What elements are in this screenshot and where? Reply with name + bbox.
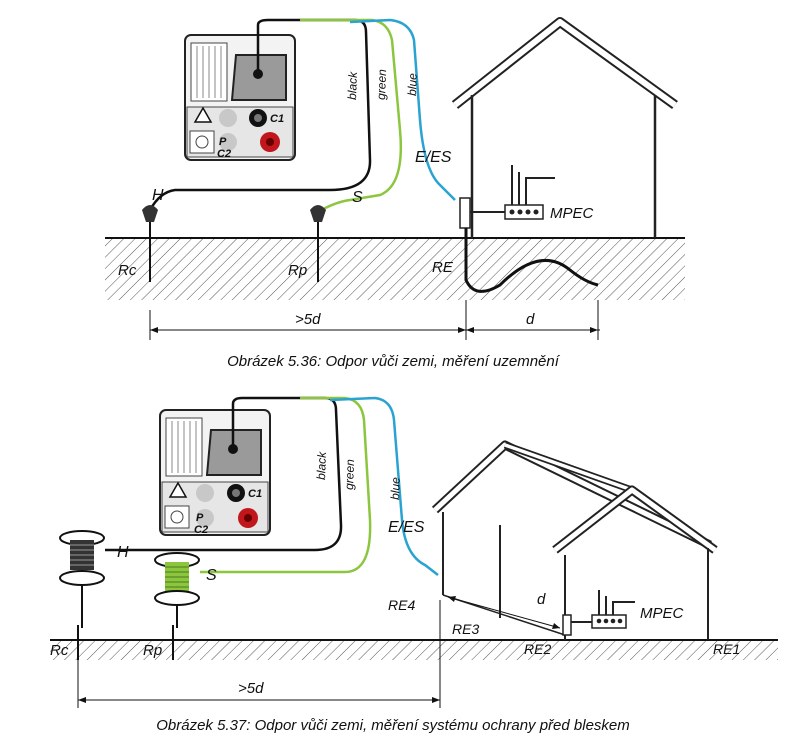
green-wire-1-label: green <box>374 69 389 100</box>
figure-2: C1 P C2 black green blue <box>50 396 778 708</box>
meter-1-c2-label: C2 <box>217 148 231 160</box>
ground-hatch-1 <box>105 238 685 300</box>
earth-clamp-2 <box>562 614 572 636</box>
dimension-d-2 <box>447 596 561 629</box>
black-wire-2-label: black <box>314 451 329 480</box>
earth-electrode-1 <box>464 228 599 293</box>
meter-2-c2-label: C2 <box>194 524 208 536</box>
figure-1-caption: Obrázek 5.36: Odpor vůči zemi, měření uz… <box>227 353 559 370</box>
meter-1-c1-label: C1 <box>270 113 284 125</box>
label-dist-5d-2: >5d <box>238 680 264 697</box>
label-s-1: S <box>352 189 363 206</box>
label-dist-d-1: d <box>526 311 535 328</box>
label-ees-1: E/ES <box>415 149 452 166</box>
green-wire-1 <box>300 18 402 214</box>
blue-wire-2-label: blue <box>388 477 403 500</box>
earth-clamp-1 <box>459 197 471 229</box>
blue-wire-1-label: blue <box>405 73 420 96</box>
label-mpec-1: MPEC <box>550 205 594 222</box>
label-h-1: H <box>152 187 164 204</box>
meter-2-p-label: P <box>196 512 204 524</box>
figure-2-caption: Obrázek 5.37: Odpor vůči zemi, měření sy… <box>156 717 630 734</box>
black-wire-1 <box>148 18 372 211</box>
label-re4-2: RE4 <box>388 597 415 613</box>
blue-wire-1 <box>349 18 456 201</box>
house-1 <box>451 17 678 238</box>
figure-1: C1 P C2 black green blue H S E/ES <box>105 17 685 340</box>
building-2 <box>431 440 718 640</box>
label-rc-2: Rc <box>50 642 69 659</box>
label-rc-1: Rc <box>118 262 137 279</box>
label-re-1: RE <box>432 259 454 276</box>
label-d-2: d <box>537 591 546 608</box>
label-mpec-2: MPEC <box>640 605 684 622</box>
meter-2 <box>159 409 271 536</box>
meter-1-p-label: P <box>219 136 227 148</box>
meter-2-c1-label: C1 <box>248 488 262 500</box>
black-wire-1-label: black <box>345 71 360 100</box>
mpec-bar-1 <box>504 204 544 220</box>
label-dist-5d-1: >5d <box>295 311 321 328</box>
label-rp-1: Rp <box>288 262 307 279</box>
reel-rp-2 <box>154 552 200 628</box>
label-rp-2: Rp <box>143 642 162 659</box>
label-re2-2: RE2 <box>524 641 551 657</box>
label-h-2: H <box>117 544 129 561</box>
label-s-2: S <box>206 567 217 584</box>
reel-rc-2 <box>59 530 105 628</box>
label-re1-2: RE1 <box>713 641 740 657</box>
label-re3-2: RE3 <box>452 621 479 637</box>
blue-wire-2 <box>329 396 439 576</box>
green-wire-2-label: green <box>342 459 357 490</box>
label-ees-2: E/ES <box>388 519 425 536</box>
mpec-bar-2 <box>591 614 627 629</box>
ground-hatch-2 <box>50 640 778 660</box>
meter-1 <box>184 34 296 161</box>
